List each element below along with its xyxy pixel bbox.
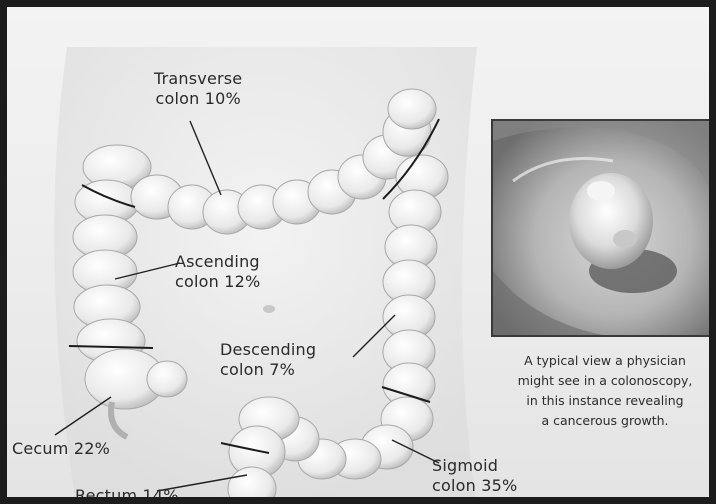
caption-line1: A typical view a physician: [493, 351, 716, 371]
descending-colon-label-line2: colon 7%: [220, 360, 316, 380]
descending-colon-label: Descending colon 7%: [220, 340, 316, 380]
descending-colon-label-line1: Descending: [220, 340, 316, 360]
sigmoid-colon-label-line1: Sigmoid: [432, 456, 517, 476]
transverse-colon-label-line1: Transverse: [154, 69, 242, 89]
navel: [263, 305, 275, 313]
caption-line2: might see in a colonoscopy,: [493, 371, 716, 391]
ascending-colon-label-line1: Ascending: [175, 252, 260, 272]
colonoscopy-photo: [491, 119, 713, 337]
sigmoid-colon-label: Sigmoid colon 35%: [432, 456, 517, 496]
sigmoid-colon-label-line2: colon 35%: [432, 476, 517, 496]
colonoscopy-photo-image: [493, 121, 711, 335]
photo-caption: A typical view a physician might see in …: [493, 351, 716, 431]
cecum-label: Cecum 22%: [12, 439, 110, 459]
caption-line3: in this instance revealing: [493, 391, 716, 411]
ascending-colon-label: Ascending colon 12%: [175, 252, 260, 292]
rectum-label: Rectum 14%: [75, 486, 179, 504]
ascending-colon-label-line2: colon 12%: [175, 272, 260, 292]
transverse-colon-label: Transverse colon 10%: [154, 69, 242, 109]
caption-line4: a cancerous growth.: [493, 411, 716, 431]
transverse-colon-label-line2: colon 10%: [154, 89, 242, 109]
